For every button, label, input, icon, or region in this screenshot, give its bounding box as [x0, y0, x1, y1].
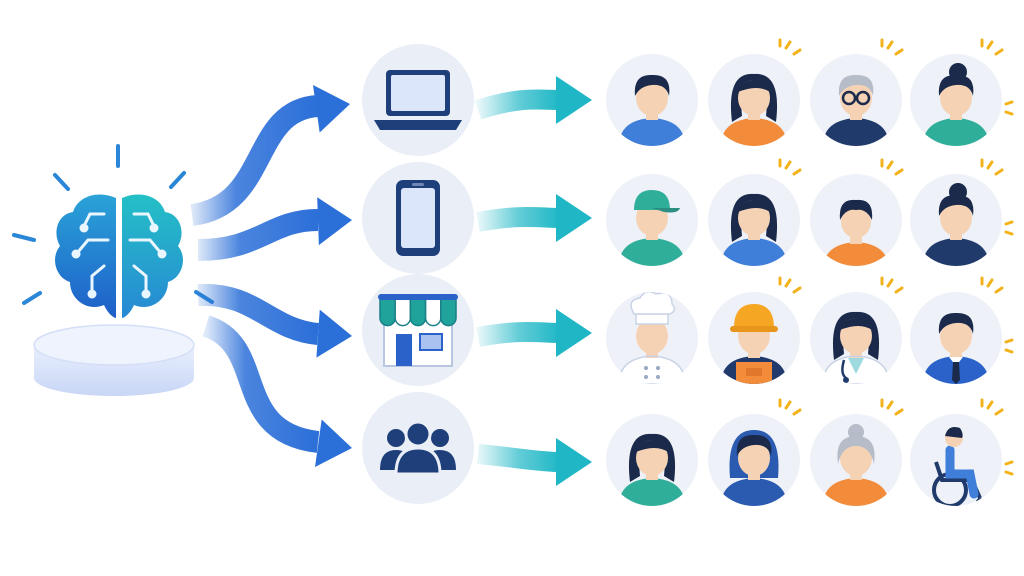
person-avatar-woman-bun [910, 158, 1014, 266]
community-group-icon [380, 420, 456, 476]
audience-row-3 [606, 276, 1014, 384]
sparkle-icon [880, 38, 904, 56]
person-avatar-child [810, 158, 904, 266]
person-avatar-woman-long-hair [708, 158, 802, 266]
sparkle-icon [980, 276, 1004, 294]
reach-arrow-3 [476, 309, 592, 357]
sparkle-icon [1004, 100, 1014, 116]
person-icon [823, 424, 889, 506]
person-icon [721, 430, 787, 506]
sparkle-icon [880, 398, 904, 416]
person-avatar-businessman [910, 276, 1014, 384]
person-icon [923, 183, 989, 266]
sparkle-icon [1004, 338, 1014, 354]
sparkle-icon [1004, 220, 1014, 236]
person-icon [721, 73, 787, 146]
distribution-arrow-4 [201, 315, 352, 468]
person-avatar-chef [606, 292, 698, 384]
person-avatar-man-cap [606, 174, 698, 266]
person-icon [923, 63, 989, 146]
person-avatar-construction-worker [708, 276, 802, 384]
channel-node-3 [362, 274, 474, 386]
laptop-icon [374, 70, 462, 130]
person-icon [619, 190, 685, 266]
channel-column [362, 44, 474, 504]
source-node [12, 144, 214, 396]
channel-node-2 [362, 162, 474, 274]
person-icon [619, 433, 685, 506]
sparkle-icon [778, 398, 802, 416]
distribution-arrow-3 [197, 283, 352, 358]
distribution-arrows [189, 84, 352, 468]
audience-row-4 [606, 398, 1014, 506]
sparkle-icon [980, 38, 1004, 56]
person-avatar-wheelchair-user [910, 398, 1014, 506]
person-avatar-elderly-woman [810, 398, 904, 506]
storefront-icon [378, 294, 458, 367]
person-avatar-woman-long-hair [708, 38, 802, 146]
person-icon [923, 312, 989, 384]
sparkle-icon [980, 398, 1004, 416]
pedestal [33, 324, 195, 396]
person-avatar-doctor [810, 276, 904, 384]
reach-arrows [474, 76, 592, 486]
distribution-arrow-2 [197, 197, 352, 261]
sparkle-icon [980, 158, 1004, 176]
sparkle-icon [778, 158, 802, 176]
person-icon [823, 74, 889, 146]
reach-arrow-2 [476, 194, 592, 242]
person-icon [721, 304, 787, 384]
audience-row-1 [606, 38, 1014, 146]
channel-node-4 [362, 392, 474, 504]
person-avatar-young-man-hoodie [708, 398, 802, 506]
distribution-arrow-1 [189, 84, 350, 226]
brain-circuit-icon [55, 194, 183, 318]
person-avatar-young-man [606, 54, 698, 146]
person-avatar-woman-long-hair [606, 414, 698, 506]
sparkle-icon [778, 38, 802, 56]
audience-grid [606, 38, 1014, 506]
person-avatar-young-woman-bun [910, 38, 1014, 146]
sparkle-icon [880, 276, 904, 294]
sparkle-icon [778, 276, 802, 294]
sparkle-icon [880, 158, 904, 176]
reach-arrow-1 [474, 76, 592, 124]
person-icon [822, 311, 890, 384]
channel-node-1 [362, 44, 474, 156]
person-icon [619, 74, 685, 146]
smartphone-icon [396, 180, 440, 256]
sparkle-icon [1004, 460, 1014, 476]
person-avatar-elderly-man-glasses [810, 38, 904, 146]
person-icon [721, 193, 787, 266]
person-icon [932, 427, 984, 506]
audience-row-2 [606, 158, 1014, 266]
reach-arrow-4 [477, 438, 592, 486]
